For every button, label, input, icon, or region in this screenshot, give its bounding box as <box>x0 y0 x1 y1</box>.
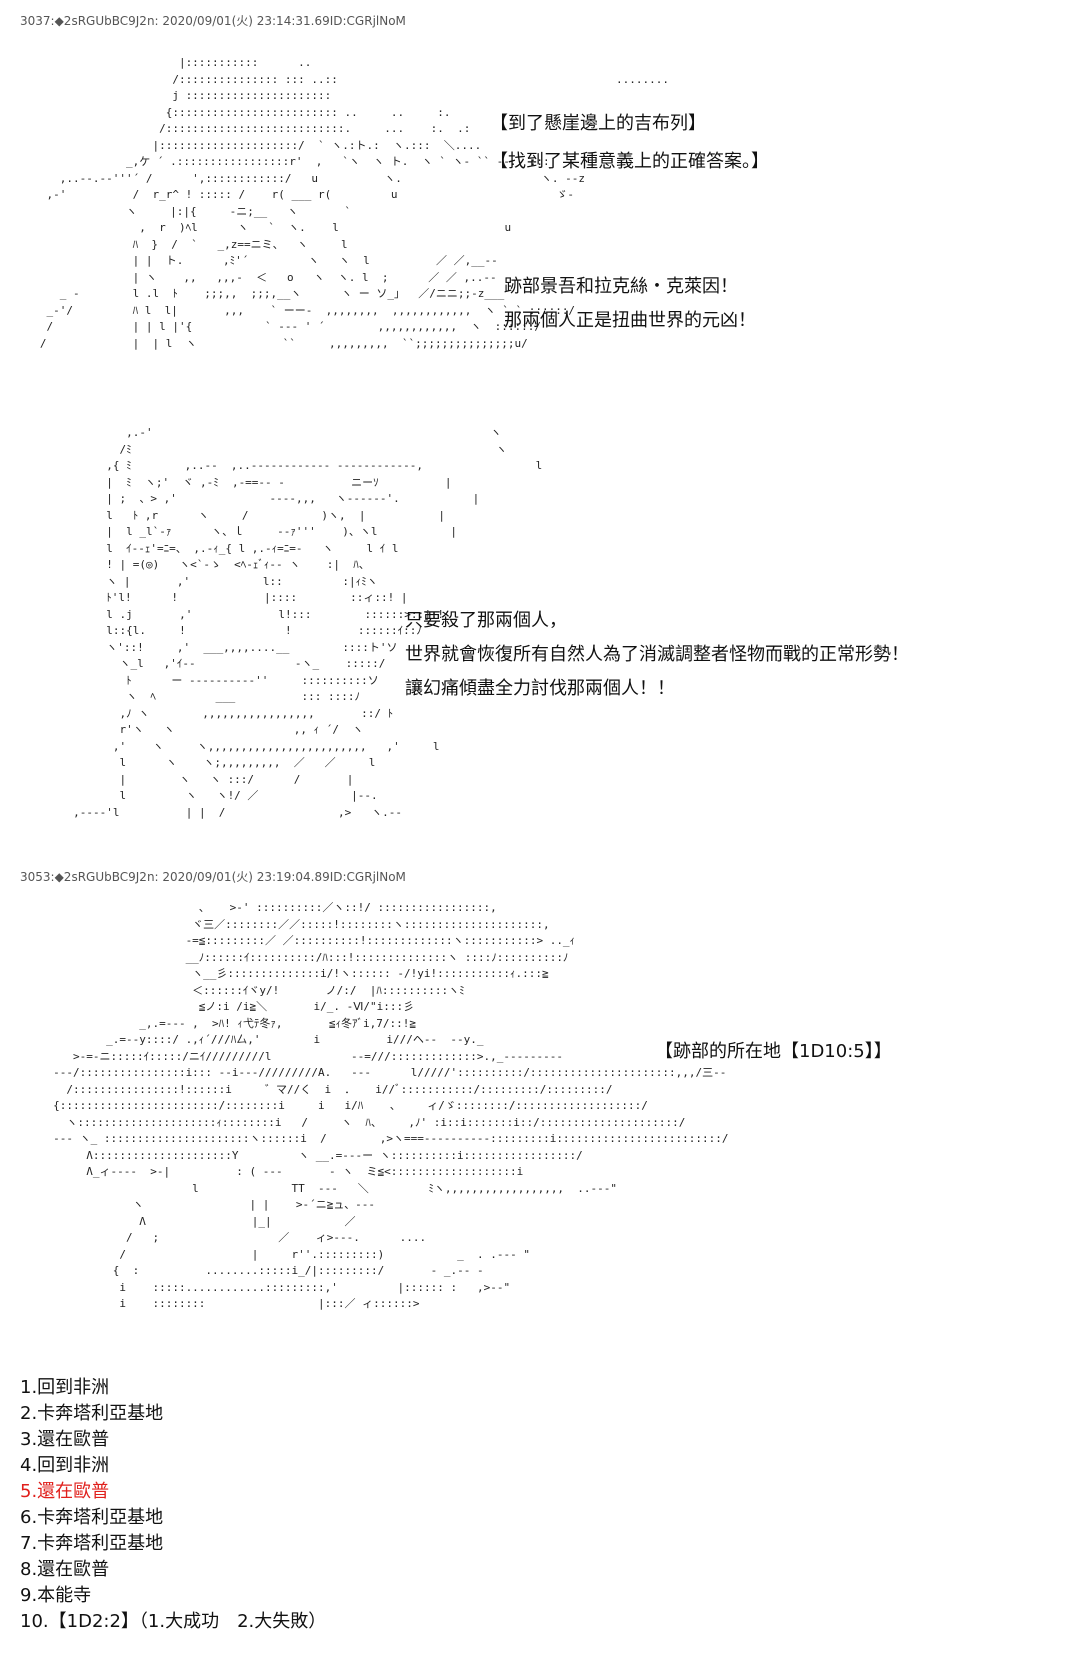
caption-culprits: 跡部景吾和拉克絲・克萊因！ 那兩個人正是扭曲世界的元凶！ <box>504 270 756 338</box>
roll-caption: 【跡部的所在地【1D10:5】】 <box>655 1041 892 1062</box>
caption-line: 跡部景吾和拉克絲・克萊因！ <box>504 276 738 297</box>
caption-gibril: 【到了懸崖邊上的吉布列】 【找到了某種意義上的正確答案。】 <box>490 105 769 181</box>
option-item: 1.回到非洲 <box>20 1377 110 1398</box>
option-item-selected: 5.還在歐普 <box>20 1481 110 1502</box>
ascii-art-figure-2: ,.-' ヽ /ﾐ ヽ ,{ ﾐ ,..-- ,..‐‐‐‐‐‐‐‐‐‐-- ‐… <box>73 426 543 819</box>
caption-line: 那兩個人正是扭曲世界的元凶！ <box>504 310 756 331</box>
option-item: 9.本能寺 <box>20 1585 92 1606</box>
option-item: 6.卡奔塔利亞基地 <box>20 1507 164 1528</box>
option-item: 8.還在歐普 <box>20 1559 110 1580</box>
post-header-2: 3053:◆2sRGUbBC9J2n: 2020/09/01(火) 23:19:… <box>20 870 406 884</box>
option-item: 10.【1D2:2】（1.大成功 2.大失敗） <box>20 1611 327 1632</box>
caption-line: 讓幻痛傾盡全力討伐那兩個人！！ <box>405 678 675 699</box>
caption-kill-order: 只要殺了那兩個人， 世界就會恢復所有自然人為了消滅調整者怪物而戰的正常形勢！ 讓… <box>405 604 909 706</box>
option-item: 4.回到非洲 <box>20 1455 110 1476</box>
caption-line: 【找到了某種意義上的正確答案。】 <box>490 151 769 172</box>
options-list: 1.回到非洲 2.卡奔塔利亞基地 3.還在歐普 4.回到非洲 5.還在歐普 6.… <box>20 1375 326 1635</box>
ascii-art-figure-3: 、 >‐' ::::::::::／ヽ::!/ :::::::::::::::::… <box>53 901 729 1310</box>
caption-line: 只要殺了那兩個人， <box>405 610 567 631</box>
caption-line: 世界就會恢復所有自然人為了消滅調整者怪物而戰的正常形勢！ <box>405 644 909 665</box>
option-item: 3.還在歐普 <box>20 1429 110 1450</box>
option-item: 7.卡奔塔利亞基地 <box>20 1533 164 1554</box>
post-header-1: 3037:◆2sRGUbBC9J2n: 2020/09/01(火) 23:14:… <box>20 14 406 28</box>
option-item: 2.卡奔塔利亞基地 <box>20 1403 164 1424</box>
ascii-art-figure-1: |::::::::::: .. /::::::::::::::: ::: ..:… <box>39 56 670 350</box>
caption-line: 【到了懸崖邊上的吉布列】 <box>490 113 706 134</box>
